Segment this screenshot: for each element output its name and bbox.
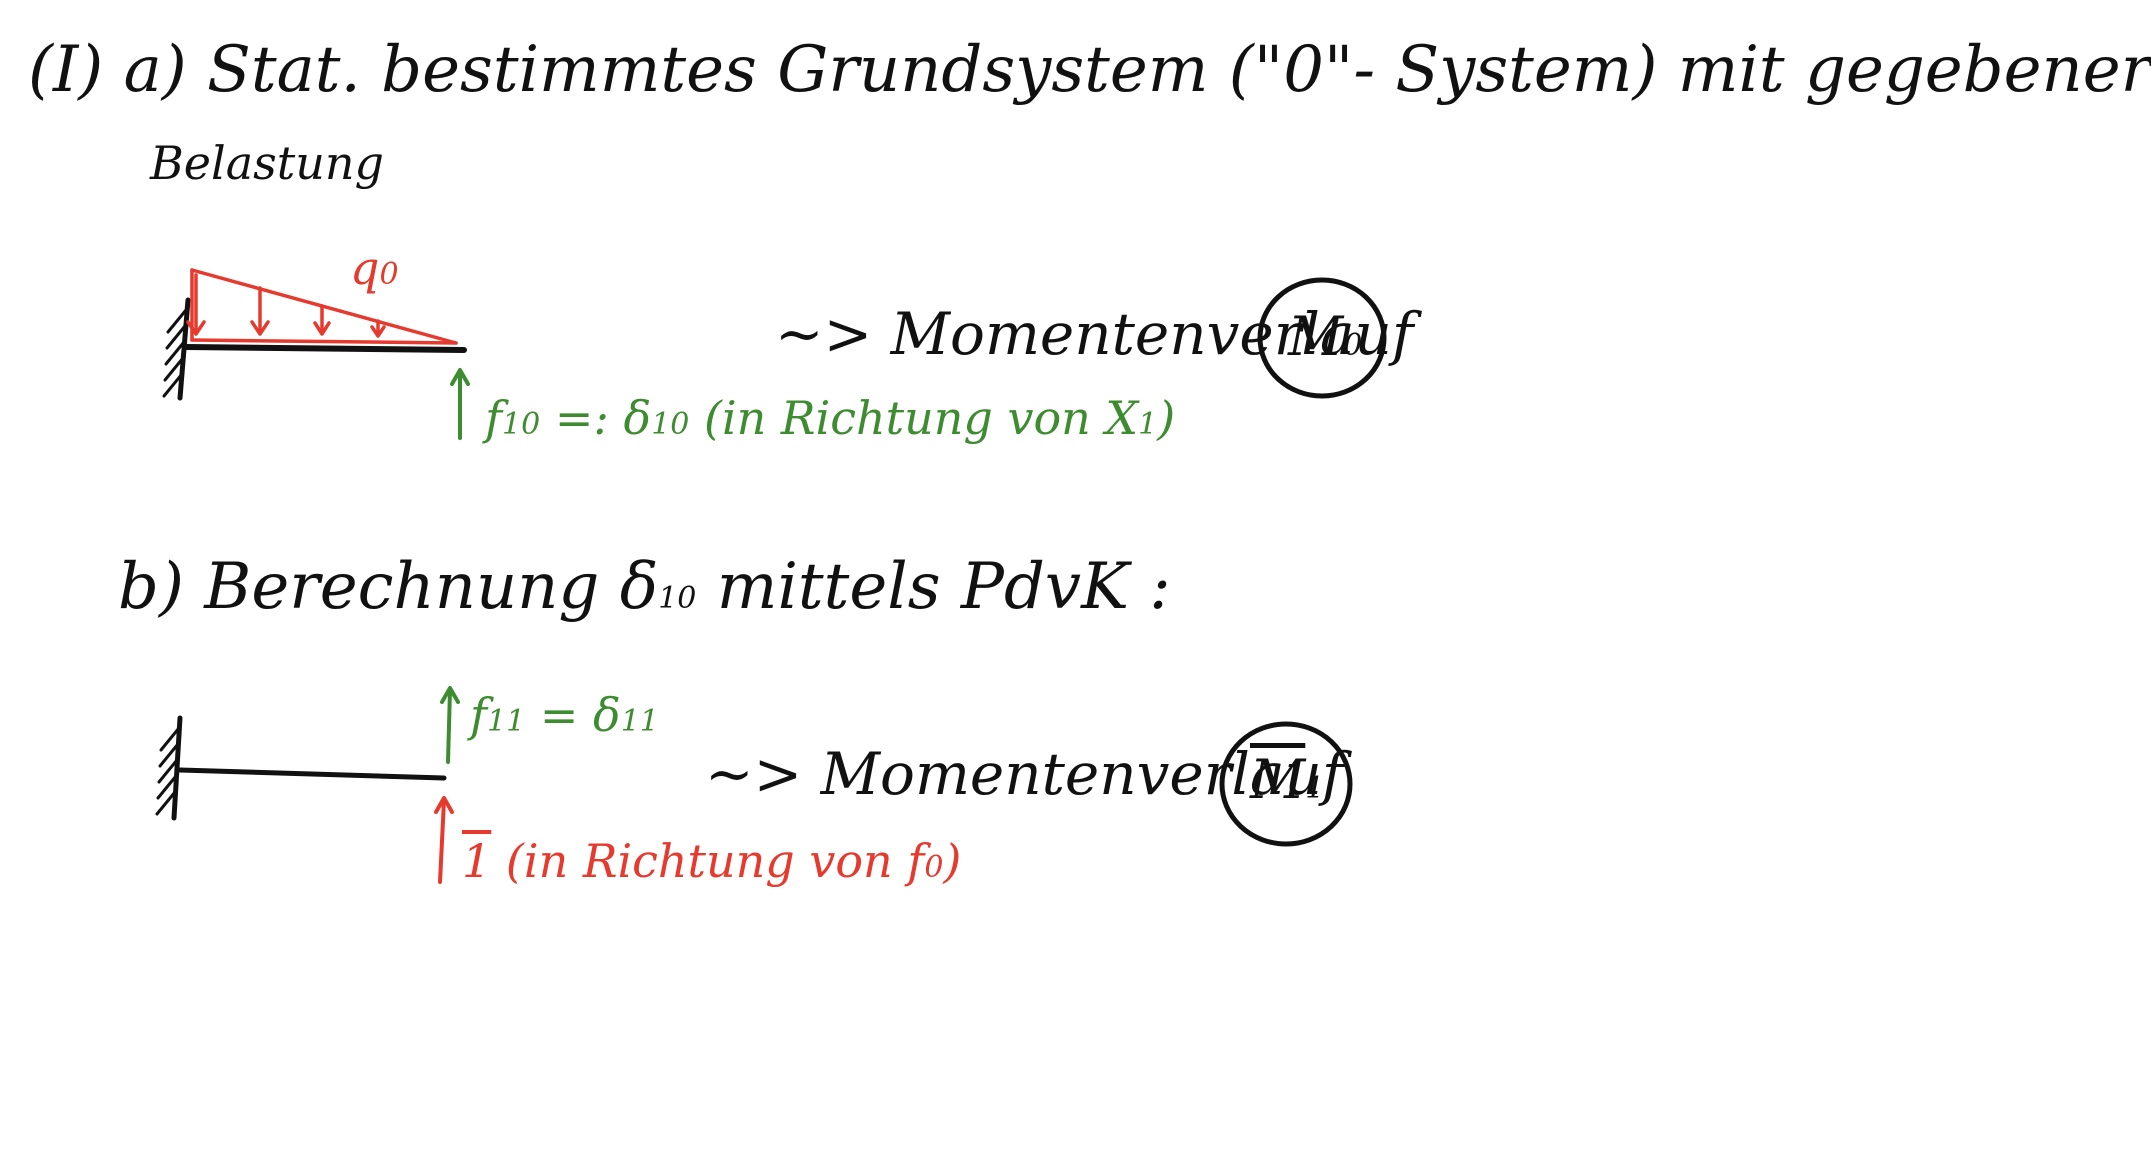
deflection-label-a: f10 =: δ10 (in Richtung von X1) [485,395,1175,441]
moment-circle-b [1219,721,1353,847]
deflection-label-b: f11 = δ11 [470,688,659,742]
moment-text-b: ~> Momentenverlauf [705,740,1344,808]
wall-hatching-b [155,726,181,816]
sketch-page: (I) a) Stat. bestimmtes Grundsystem ("0"… [28,38,2151,888]
deflection-symbol-a: f [485,391,503,445]
direction-sub-a: 1 [1138,407,1158,442]
moment-text-a: ~> Momentenverlauf [775,300,1414,368]
triangular-load [186,268,458,345]
wall-b [171,715,183,821]
direction-close-a: ) [1157,391,1176,445]
unit-load-label: 1 (in Richtung von f0) [462,834,962,888]
deflection-arrow-b [440,686,460,764]
header-line-1: (I) a) Stat. bestimmtes Grundsystem ("0"… [28,33,2151,107]
deflection-sub-a: 10 [502,407,541,442]
cantilever-a [162,268,470,440]
beam-a [183,344,467,353]
direction-a: (in Richtung von X [704,391,1139,445]
equals-a: =: δ [554,391,652,445]
moment-circle-a [1257,277,1387,399]
unit-load-arrow [434,796,454,884]
deflection-arrow-a [450,368,470,440]
header-line-2: Belastung [150,136,384,190]
delta-sub-a: 10 [651,407,690,442]
cantilever-b [155,686,460,884]
load-label: q0 [350,241,399,295]
part-b-heading: b) Berechnung δ10 mittels PdvK : [118,550,1171,624]
beam-sketches [155,268,1387,884]
beam-b [177,767,447,781]
wall-hatching-a [162,308,188,398]
moment-circle-label-a: M0 [1288,305,1363,368]
moment-circle-label-b: M1 [1250,748,1325,811]
